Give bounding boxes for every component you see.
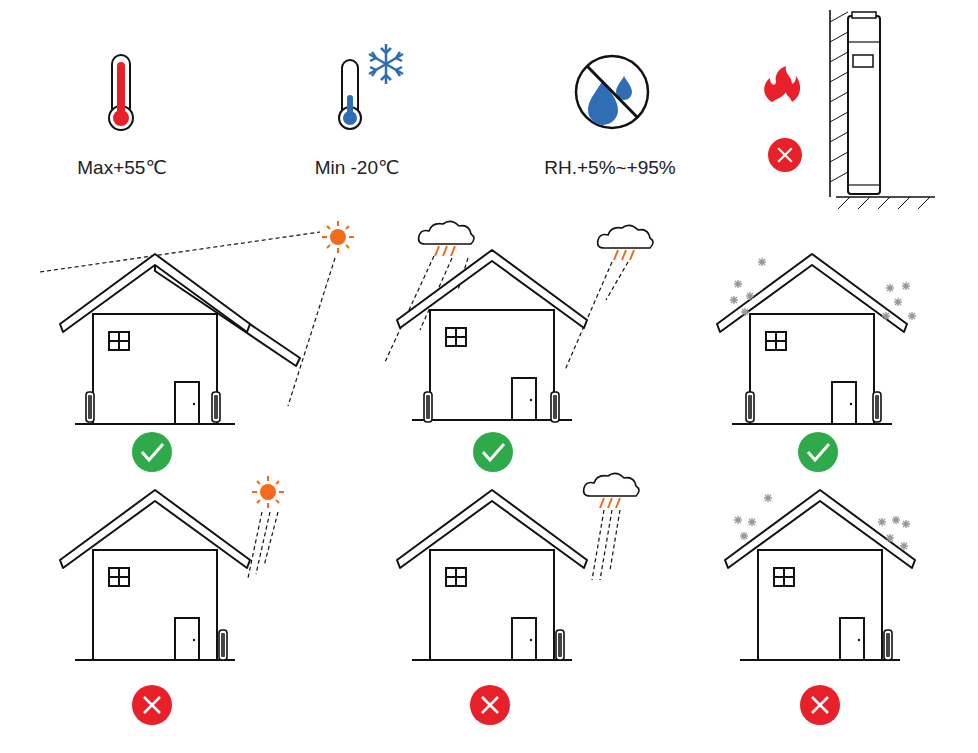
spec-label: Min -20℃ bbox=[315, 157, 400, 180]
spec-label: Max+55℃ bbox=[77, 157, 166, 180]
spec-label: RH.+5%~+95% bbox=[544, 157, 676, 180]
